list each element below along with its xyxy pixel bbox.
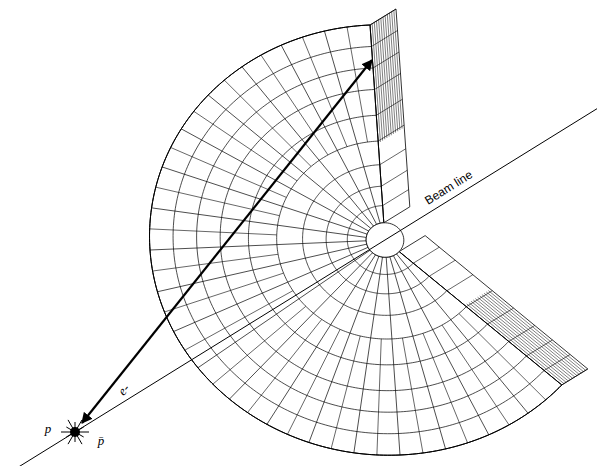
radial-line bbox=[302, 37, 347, 147]
module-edge bbox=[380, 149, 406, 165]
radial-line bbox=[261, 55, 328, 155]
radial-line bbox=[248, 319, 322, 412]
ring-line bbox=[303, 165, 447, 316]
module-edge bbox=[526, 340, 552, 356]
module-edge bbox=[375, 74, 401, 90]
ring-line bbox=[197, 68, 527, 412]
radial-line bbox=[229, 253, 372, 399]
layer-line bbox=[385, 16, 393, 134]
radial-line bbox=[156, 187, 280, 216]
particle-label: p̄ bbox=[96, 434, 107, 448]
module-edge bbox=[373, 52, 399, 68]
ring-line bbox=[248, 115, 487, 365]
interaction-point bbox=[61, 420, 89, 444]
ring-line bbox=[220, 90, 509, 391]
module-edge bbox=[376, 99, 402, 115]
module-edge bbox=[544, 354, 570, 370]
layer-line bbox=[383, 17, 391, 135]
module-edge bbox=[383, 190, 409, 206]
ring-line bbox=[347, 206, 413, 275]
radial-line bbox=[393, 256, 488, 435]
radial-line bbox=[150, 229, 277, 235]
module-edge bbox=[488, 308, 514, 324]
module-edge bbox=[509, 325, 535, 341]
radial-line bbox=[423, 333, 468, 443]
radial-line bbox=[174, 247, 368, 331]
radial-line bbox=[396, 254, 528, 413]
radial-line bbox=[390, 257, 446, 449]
module-edge bbox=[413, 247, 439, 263]
module-edge bbox=[447, 275, 473, 291]
radial-line bbox=[347, 27, 368, 142]
radial-line bbox=[157, 244, 366, 292]
radial-line bbox=[331, 336, 360, 449]
module-edge bbox=[562, 369, 588, 385]
radial-line bbox=[287, 329, 340, 434]
radial-line bbox=[198, 250, 370, 368]
module-edge bbox=[370, 9, 396, 25]
radial-line bbox=[370, 25, 384, 223]
layer-line bbox=[387, 14, 395, 132]
layer-line bbox=[381, 18, 389, 136]
radial-line bbox=[150, 241, 366, 250]
radial-line bbox=[242, 67, 374, 226]
radial-line bbox=[402, 338, 423, 453]
radial-line bbox=[442, 325, 509, 425]
ring-line bbox=[277, 141, 467, 339]
module-edge bbox=[381, 170, 407, 186]
calorimeter-face bbox=[150, 25, 562, 455]
radial-line bbox=[185, 291, 293, 350]
layer-line bbox=[394, 10, 402, 128]
burst-core bbox=[70, 427, 80, 437]
radial-line bbox=[386, 257, 400, 455]
module-edge bbox=[378, 125, 404, 141]
layer-line bbox=[379, 20, 387, 138]
particle-label: p bbox=[43, 422, 54, 436]
layer-line bbox=[377, 21, 385, 139]
module-edge bbox=[372, 31, 398, 47]
ring-line bbox=[150, 25, 562, 455]
ring-line bbox=[326, 186, 429, 294]
electron-track bbox=[82, 60, 372, 423]
radial-line bbox=[164, 273, 283, 312]
radial-line bbox=[459, 314, 546, 400]
radial-line bbox=[399, 252, 562, 385]
radial-line bbox=[309, 256, 379, 442]
layer-line bbox=[392, 12, 400, 130]
radial-line bbox=[377, 339, 381, 455]
module-edge bbox=[429, 260, 455, 276]
radial-line bbox=[194, 111, 297, 180]
module-edge bbox=[466, 291, 492, 307]
layer-line bbox=[390, 13, 398, 131]
